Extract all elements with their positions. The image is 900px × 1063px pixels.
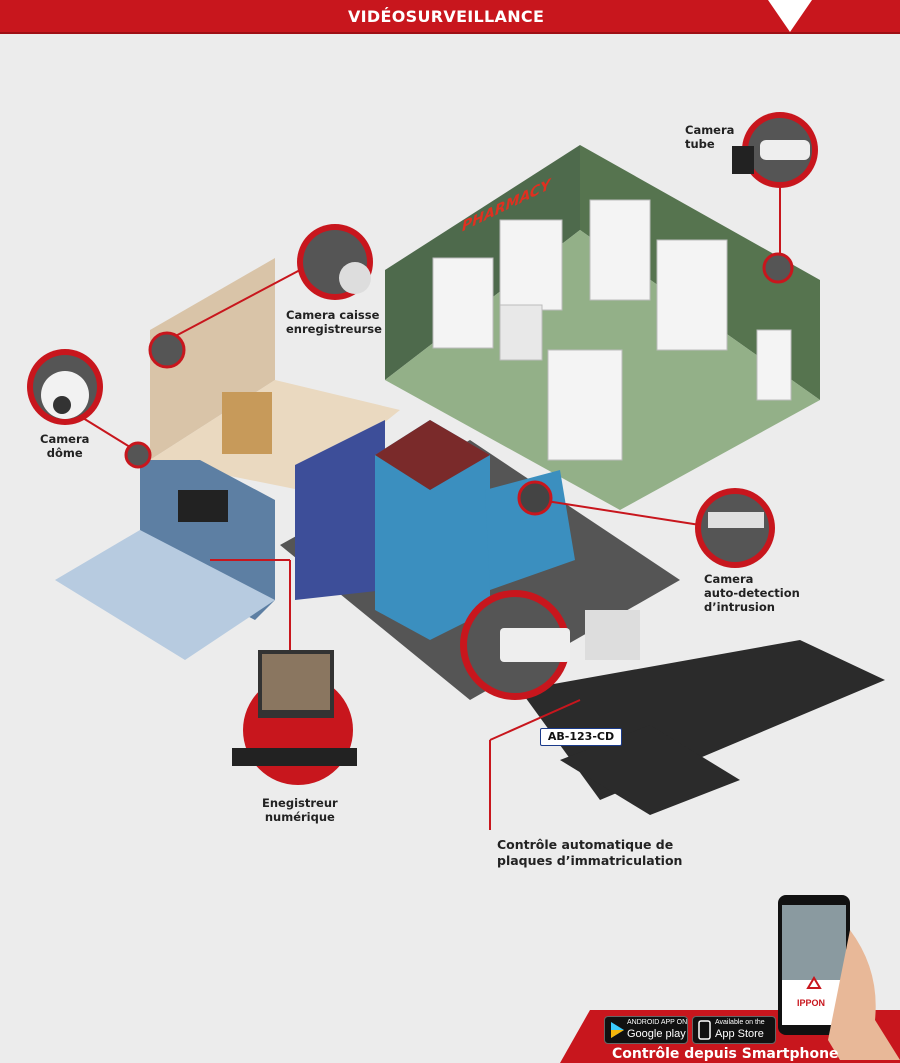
header-bar: VIDÉOSURVEILLANCE [0, 0, 900, 34]
shelf [547, 349, 623, 461]
cashier-wall [150, 258, 275, 460]
label-line: Camera [40, 432, 90, 446]
google-big-text: Google play [627, 1028, 686, 1040]
shelf [756, 329, 792, 401]
page-title: VIDÉOSURVEILLANCE [348, 7, 545, 26]
shelf [656, 239, 728, 351]
shelf [589, 199, 651, 301]
smartphone-caption: Contrôle depuis Smartphone [612, 1046, 839, 1062]
building-round [485, 470, 575, 590]
tower-roof [375, 420, 490, 490]
label-line: Contrôle automatique de [497, 837, 674, 852]
camera-icon [517, 480, 553, 516]
callout-circles [27, 112, 818, 785]
label-line: tube [685, 137, 715, 151]
counter [499, 304, 543, 361]
road-cross [560, 725, 740, 815]
header-chevron [768, 0, 812, 32]
label-line: d’intrusion [704, 600, 775, 614]
office-floor [55, 530, 275, 660]
office-wall [140, 460, 275, 620]
app-store-button[interactable]: Available on the App Store [692, 1016, 776, 1044]
ippon-logo-text: IPPON [797, 998, 826, 1008]
iphone-icon [698, 1020, 711, 1040]
label-line: plaques d’immatriculation [497, 853, 683, 868]
label-line: auto-detection [704, 586, 800, 600]
license-plate: AB-123-CD [540, 728, 622, 746]
shelf [432, 257, 494, 349]
shelf [499, 219, 563, 311]
cash-desk [222, 392, 272, 454]
label-line: Camera [704, 572, 754, 586]
camera-icon [762, 252, 794, 284]
label-line: Camera caisse [286, 308, 380, 322]
smartphone-icon [778, 895, 900, 1060]
google-play-icon [611, 1022, 624, 1038]
apple-big-text: App Store [715, 1028, 764, 1040]
google-small-text: ANDROID APP ON [627, 1019, 688, 1026]
guard-booth [585, 610, 640, 660]
monitor [178, 490, 228, 522]
label-line: Enegistreur [262, 796, 338, 810]
google-play-button[interactable]: ANDROID APP ON Google play [604, 1016, 688, 1044]
tower [375, 420, 490, 640]
label-line: enregistreurse [286, 322, 382, 336]
building-left [295, 420, 385, 600]
camera-icon [148, 331, 186, 369]
label-line: dôme [46, 446, 83, 460]
cashier-floor [150, 380, 400, 490]
apple-small-text: Available on the [715, 1019, 765, 1026]
label-line: Camera [685, 123, 735, 137]
label-line: numérique [264, 810, 335, 824]
camera-icon [124, 441, 152, 469]
